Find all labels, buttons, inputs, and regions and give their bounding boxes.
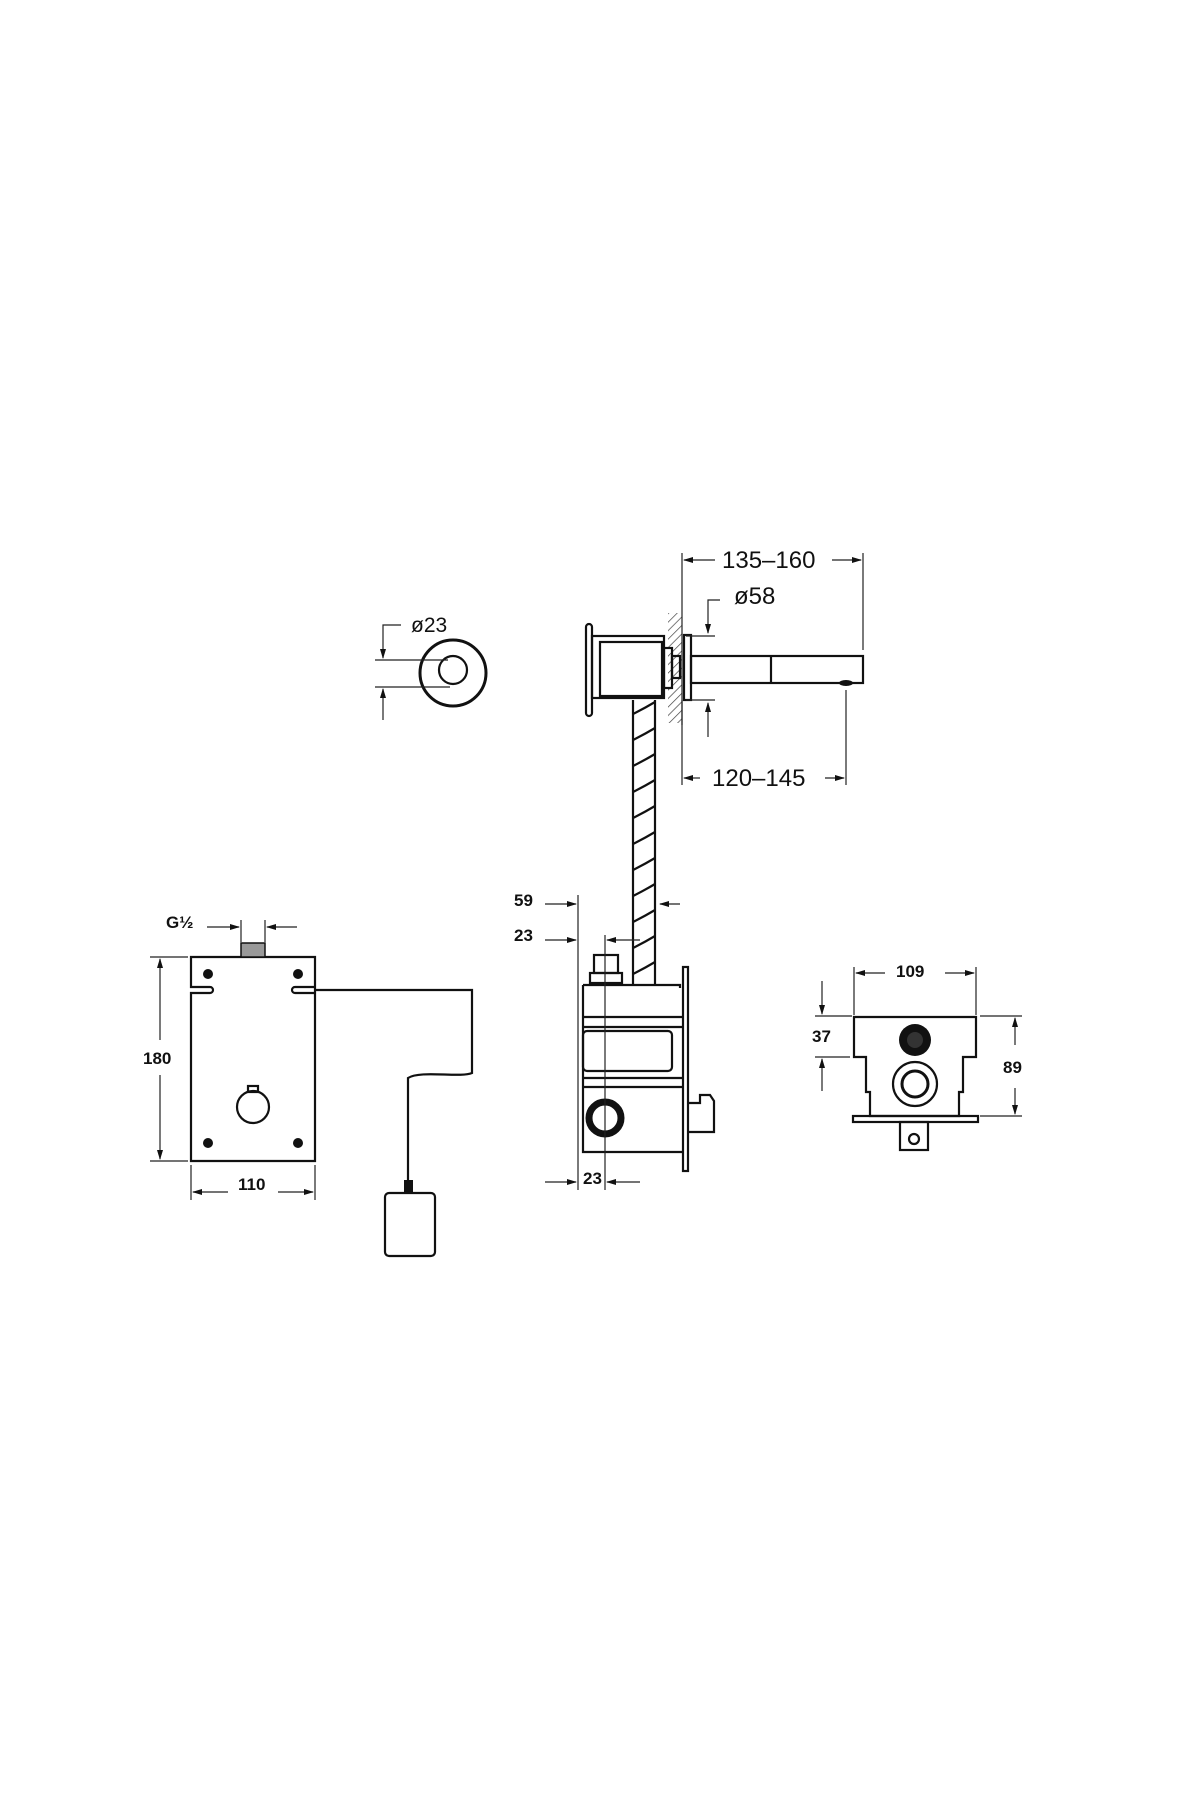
- dim-front-top: 37: [812, 1027, 831, 1046]
- sensor-inner-circle: [437, 654, 469, 686]
- dim-sensor-diameter: ø23: [411, 614, 447, 637]
- power-supply-box: [383, 1191, 437, 1258]
- dim-spout-total: 135–160: [722, 547, 815, 574]
- dim-plate-height: 180: [143, 1049, 171, 1068]
- dim-front-height: 89: [1003, 1058, 1022, 1077]
- dim-spout-projection: 120–145: [712, 765, 805, 792]
- dim-front-width: 109: [896, 962, 924, 981]
- mounting-plate-view: G½ 180 110: [143, 913, 474, 1258]
- dim-box-bottom-offset: 23: [583, 1169, 602, 1188]
- dim-flange-diameter: ø58: [734, 583, 775, 610]
- control-box-front-view: 109 37 89: [812, 962, 1022, 1152]
- spout-side-view: 135–160 ø58 120–145: [584, 547, 865, 792]
- control-box-side-view: 59 23 23: [514, 891, 716, 1190]
- flexible-hose: [631, 700, 657, 985]
- dim-thread: G½: [166, 913, 193, 932]
- dim-box-top-offset: 59: [514, 891, 533, 910]
- sensor-outer-circle: [418, 638, 488, 708]
- dim-box-connector-offset: 23: [514, 926, 533, 945]
- dim-plate-width: 110: [238, 1175, 265, 1194]
- sensor-cover-view: ø23: [375, 614, 488, 720]
